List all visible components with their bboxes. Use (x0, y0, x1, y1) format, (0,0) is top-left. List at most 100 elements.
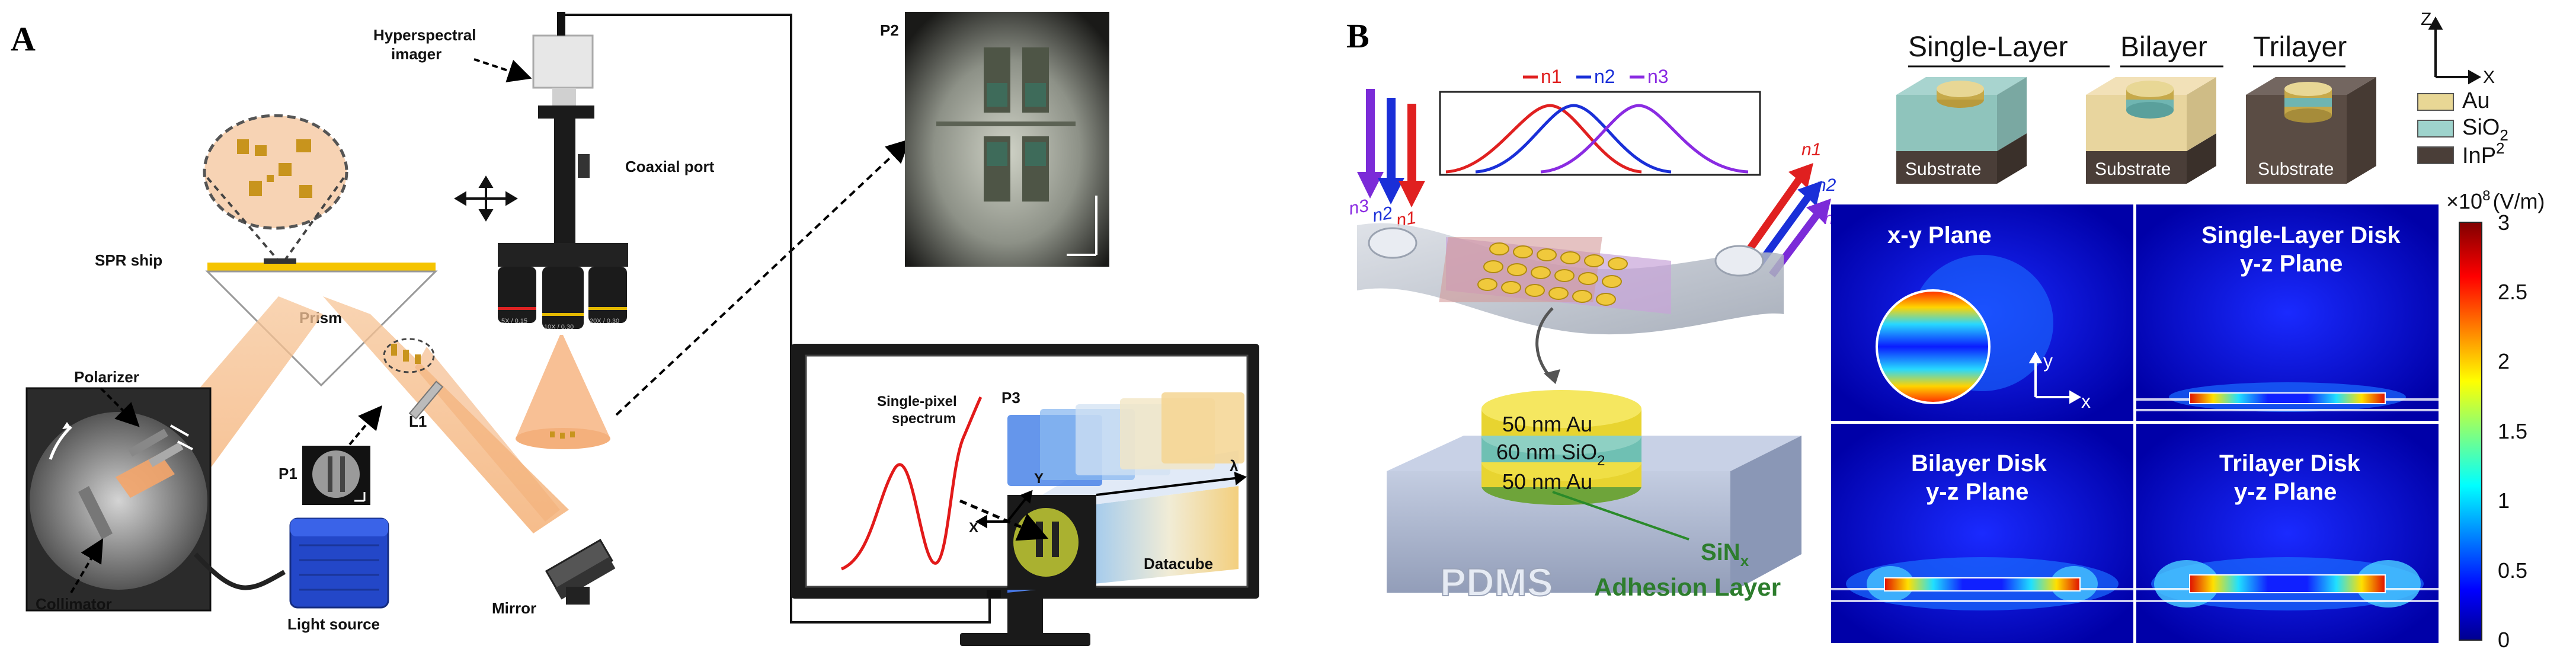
legend-n2: n2 (1594, 66, 1615, 87)
p1-label: P1 (279, 465, 297, 482)
mirror (545, 539, 616, 605)
imaging-cone (516, 335, 610, 439)
stage-movement-arrows (454, 175, 518, 222)
single-pixel-spectrum (840, 396, 983, 571)
colorbar-tick: 1 (2498, 488, 2510, 513)
pdms-label: PDMS (1440, 560, 1553, 604)
substrate-label-3: Substrate (2258, 159, 2334, 179)
datacube-lambda-label: λ (1230, 457, 1239, 475)
axis-z-label: Z (2421, 9, 2431, 29)
collimator-housing (25, 387, 212, 612)
inset-axis-y: y (2043, 350, 2053, 372)
legend-au: Au (2462, 88, 2489, 113)
spectrum-n2 (1475, 104, 1672, 174)
reflected-beam-2 (415, 347, 560, 522)
datacube-label: Datacube (1144, 555, 1213, 573)
datacube-x-label: X (969, 520, 978, 536)
field-map-single-title-2: y-z Plane (2240, 251, 2343, 277)
material-legend: Z X Au SiO2 InP2 (2417, 9, 2508, 168)
lens-label-3: 20X / 0.30 (590, 318, 619, 325)
coaxial-port-label: Coaxial port (625, 158, 715, 175)
data-cable (563, 14, 991, 624)
field-map-trilayer: Trilayer Disk y-z Plane (2136, 424, 2439, 643)
polarizer-label: Polarizer (74, 368, 139, 386)
field-map-bilayer-title-1: Bilayer Disk (1911, 450, 2047, 477)
collimator-label: Collimator (36, 595, 112, 613)
substrate-label-1: Substrate (1905, 159, 1981, 179)
layer-bottom-au: 50 nm Au (1502, 469, 1592, 494)
colorbar-tick: 1.5 (2498, 419, 2527, 443)
colorbar-tick: 2.5 (2498, 280, 2527, 304)
legend-sio2: SiO2 (2462, 115, 2508, 144)
optical-fiber (194, 552, 286, 590)
mirror-label: Mirror (492, 599, 536, 617)
inset-axis-x: x (2081, 391, 2091, 412)
adhesion-layer-label: Adhesion Layer (1594, 573, 1781, 601)
p3-label: P3 (1001, 389, 1020, 407)
outgoing-light-arrows: n1 n2 n3 (1745, 140, 1844, 277)
lens-l1 (383, 338, 444, 420)
field-map-trilayer-title-1: Trilayer Disk (2219, 450, 2361, 477)
header-bilayer: Bilayer (2120, 31, 2207, 63)
colorbar-tick: 0 (2498, 628, 2510, 652)
panel-b: B n1 n2 n3 n3 n2 n1 n1 (1346, 9, 2545, 652)
colorbar-title: ×108(V/m) (2446, 188, 2545, 213)
field-map-trilayer-title-2: y-z Plane (2234, 479, 2337, 505)
hyperspectral-imager-label-2: imager (391, 45, 441, 63)
field-map-xy: x-y Plane y x (1831, 204, 2133, 421)
incident-n3: n3 (1348, 196, 1371, 219)
spectrum-n1 (1445, 104, 1642, 174)
colorbar-tick: 3 (2498, 210, 2510, 235)
chip-magnified-view (203, 114, 348, 262)
l1-label: L1 (409, 413, 427, 430)
legend-n3: n3 (1647, 66, 1669, 87)
field-map-bilayer-title-2: y-z Plane (1926, 479, 2028, 505)
colorbar: ×108(V/m) 3 2.5 2 1.5 1 0.5 0 (2446, 188, 2545, 652)
spr-ship-label: SPR ship (95, 251, 162, 269)
panel-a-label: A (11, 20, 36, 58)
field-map-single-layer: Single-Layer Disk y-z Plane (2136, 204, 2439, 421)
nanodisk-array (1477, 242, 1628, 306)
outgoing-n1: n1 (1801, 140, 1821, 159)
layer-sio2: 60 nm SiO2 (1496, 440, 1605, 469)
lens-label-1: 5X / 0.15 (501, 318, 527, 325)
panel-a: A SPR ship Prism (11, 12, 1259, 646)
colorbar-tick: 0.5 (2498, 558, 2527, 583)
legend-inp: InP2 (2462, 139, 2505, 168)
datacube-y-label: Y (1034, 471, 1044, 487)
header-single-layer: Single-Layer (1908, 31, 2068, 63)
substrate-label-2: Substrate (2095, 159, 2171, 179)
layer-top-au: 50 nm Au (1502, 412, 1592, 436)
hyperspectral-imager: 5X / 0.15 10X / 0.30 20X / 0.30 (498, 12, 628, 331)
header-trilayer: Trilayer (2253, 31, 2347, 63)
trilayer-structure: Substrate (2246, 77, 2376, 184)
outgoing-n2: n2 (1816, 175, 1836, 195)
field-map-single-title-1: Single-Layer Disk (2201, 222, 2401, 248)
light-source (289, 517, 389, 609)
axis-x-label: X (2483, 68, 2495, 87)
incident-n2: n2 (1371, 203, 1394, 226)
resonance-spectrum-inset: n1 n2 n3 (1439, 66, 1761, 176)
panel-b-label: B (1346, 17, 1369, 55)
lens-label-2: 10X / 0.30 (544, 324, 574, 331)
adhesion-pointer (1552, 491, 1689, 541)
p1-inset (302, 446, 370, 505)
p2-micrograph (905, 12, 1109, 267)
colorbar-tick: 2 (2498, 349, 2510, 373)
field-map-xy-title: x-y Plane (1887, 222, 1992, 248)
bilayer-structure: Substrate (2086, 77, 2216, 184)
p2-label: P2 (880, 21, 899, 39)
datacube-axes (975, 471, 1247, 529)
incident-light-arrows: n3 n2 n1 (1348, 89, 1425, 231)
spectrum-n3 (1540, 104, 1749, 174)
datacube (1007, 392, 1244, 593)
spr-ship (207, 263, 436, 271)
single-pixel-label-2: spectrum (892, 411, 956, 427)
hyperspectral-imager-label-1: Hyperspectral (373, 26, 476, 44)
legend-n1: n1 (1541, 66, 1562, 87)
single-pixel-label-1: Single-pixel (877, 394, 957, 410)
light-source-label: Light source (287, 615, 380, 633)
disk-stack: 50 nm Au 60 nm SiO2 50 nm Au (1481, 390, 1641, 505)
sinx-label: SiNx (1701, 539, 1749, 570)
